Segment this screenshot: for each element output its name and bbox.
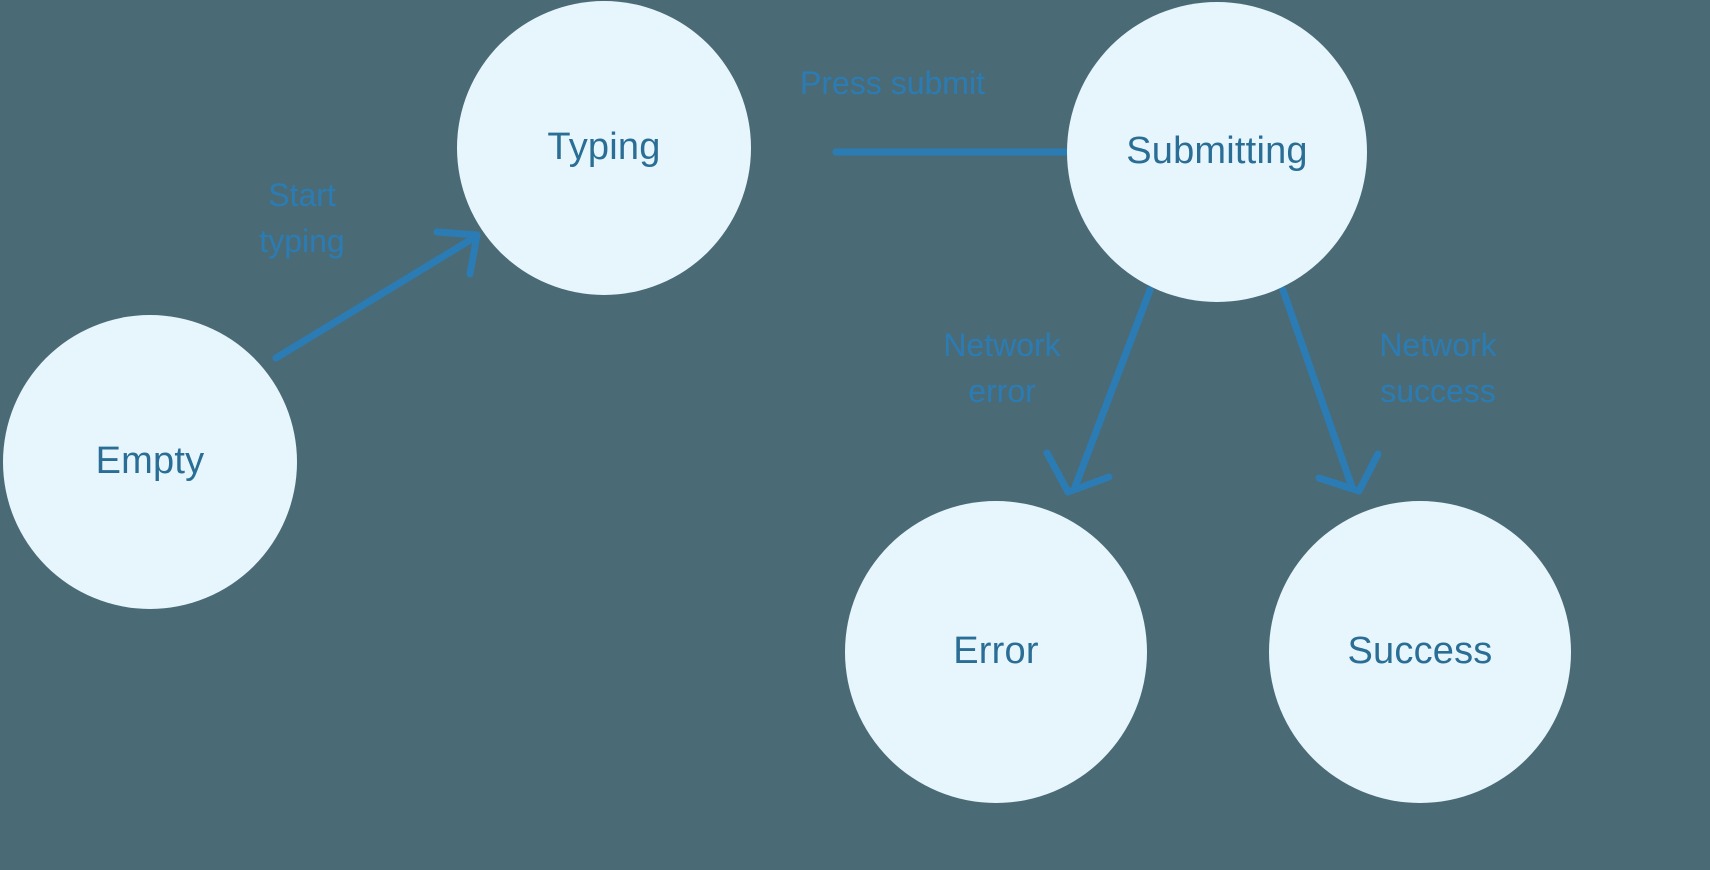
edge-label-start-typing: Start typing [259,177,345,260]
state-node-typing[interactable]: Typing [457,1,751,295]
state-node-label: Typing [547,126,661,169]
state-node-submitting[interactable]: Submitting [1067,2,1367,302]
state-node-label: Error [953,630,1039,673]
state-node-success[interactable]: Success [1269,501,1571,803]
state-node-error[interactable]: Error [845,501,1147,803]
state-node-label: Empty [95,440,205,483]
edge-submitting-to-error [1043,286,1154,496]
edge-label-network-success: Network success [1379,327,1497,410]
edge-label-press-submit: Press submit [800,65,985,101]
edge-empty-to-typing [272,228,481,362]
edge-submitting-to-success [1279,286,1382,495]
state-node-label: Submitting [1126,130,1308,173]
state-node-label: Success [1347,630,1493,673]
edge-label-network-error: Network error [943,327,1061,410]
state-node-empty[interactable]: Empty [3,315,297,609]
